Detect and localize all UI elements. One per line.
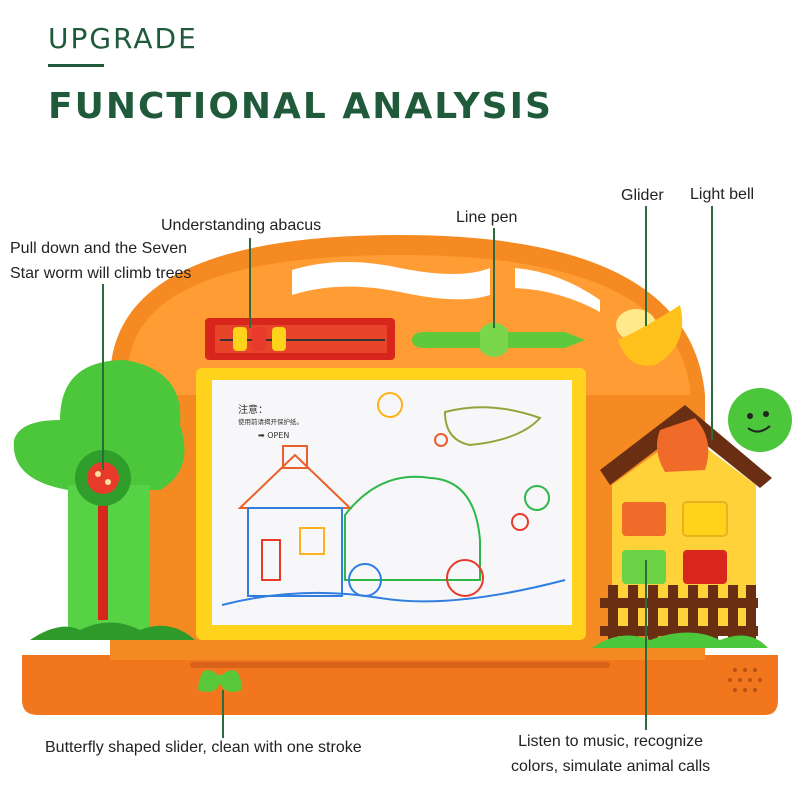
board-note-text: 使用前请揭开保护纸。: [238, 417, 303, 426]
callout-tree-line-1: Pull down and the Seven: [10, 240, 188, 257]
leader-line: [249, 238, 251, 328]
smiling-bush: [728, 388, 792, 452]
callout-pen: Line pen: [456, 209, 518, 226]
leader-line: [645, 206, 647, 326]
slider-track: [190, 662, 610, 668]
callout-slider: Butterfly shaped slider, clean with one …: [45, 739, 362, 756]
drawn-car: [344, 475, 481, 581]
leader-line: [645, 560, 647, 730]
page-title: FUNCTIONAL ANALYSIS: [48, 86, 553, 127]
ladybug: [87, 462, 119, 494]
drawn-plane: [443, 406, 542, 447]
frame-base: [22, 655, 778, 715]
sound-button: [682, 501, 728, 537]
handle-slot-right: [515, 268, 600, 312]
abacus-bead: [272, 327, 286, 351]
sound-button: [622, 502, 666, 536]
callout-buttons: Listen to music, recognize colors, simul…: [511, 729, 710, 779]
drawing-surface: [212, 380, 572, 625]
callout-glider: Glider: [621, 187, 664, 204]
leader-line: [102, 284, 104, 470]
light-bell: [656, 418, 709, 472]
drawn-house-wall: [247, 507, 343, 597]
board-note-title: 注意：: [238, 403, 268, 416]
callout-tree: Pull down and the Seven Star worm will c…: [10, 236, 191, 286]
callout-tree-line-2: Star worm will climb trees: [10, 265, 192, 282]
callout-abacus: Understanding abacus: [161, 217, 322, 234]
butterfly-slider: [198, 670, 242, 692]
speaker-grill: [728, 668, 762, 692]
abacus-bead: [252, 327, 266, 351]
drawn-ground: [221, 579, 566, 606]
handle-slot: [292, 261, 490, 300]
board-open-label: ➡ OPEN: [258, 431, 289, 440]
callout-buttons-line-2: colors, simulate animal calls: [511, 758, 711, 775]
tree-grass: [30, 622, 195, 640]
abacus-bead: [233, 327, 247, 351]
house-grass: [592, 632, 768, 648]
leader-line: [711, 206, 713, 440]
tree-slot: [98, 490, 108, 620]
fence: [600, 598, 758, 608]
callout-bell: Light bell: [690, 186, 755, 203]
leader-line: [222, 690, 224, 738]
callout-buttons-line-1: Listen to music, recognize: [518, 733, 704, 750]
leader-line: [493, 228, 495, 328]
upgrade-heading: UPGRADE: [48, 22, 198, 55]
heading-underline: [48, 64, 104, 67]
sound-button: [622, 550, 666, 584]
sound-button: [683, 550, 727, 584]
drawn-sun: [377, 392, 403, 418]
